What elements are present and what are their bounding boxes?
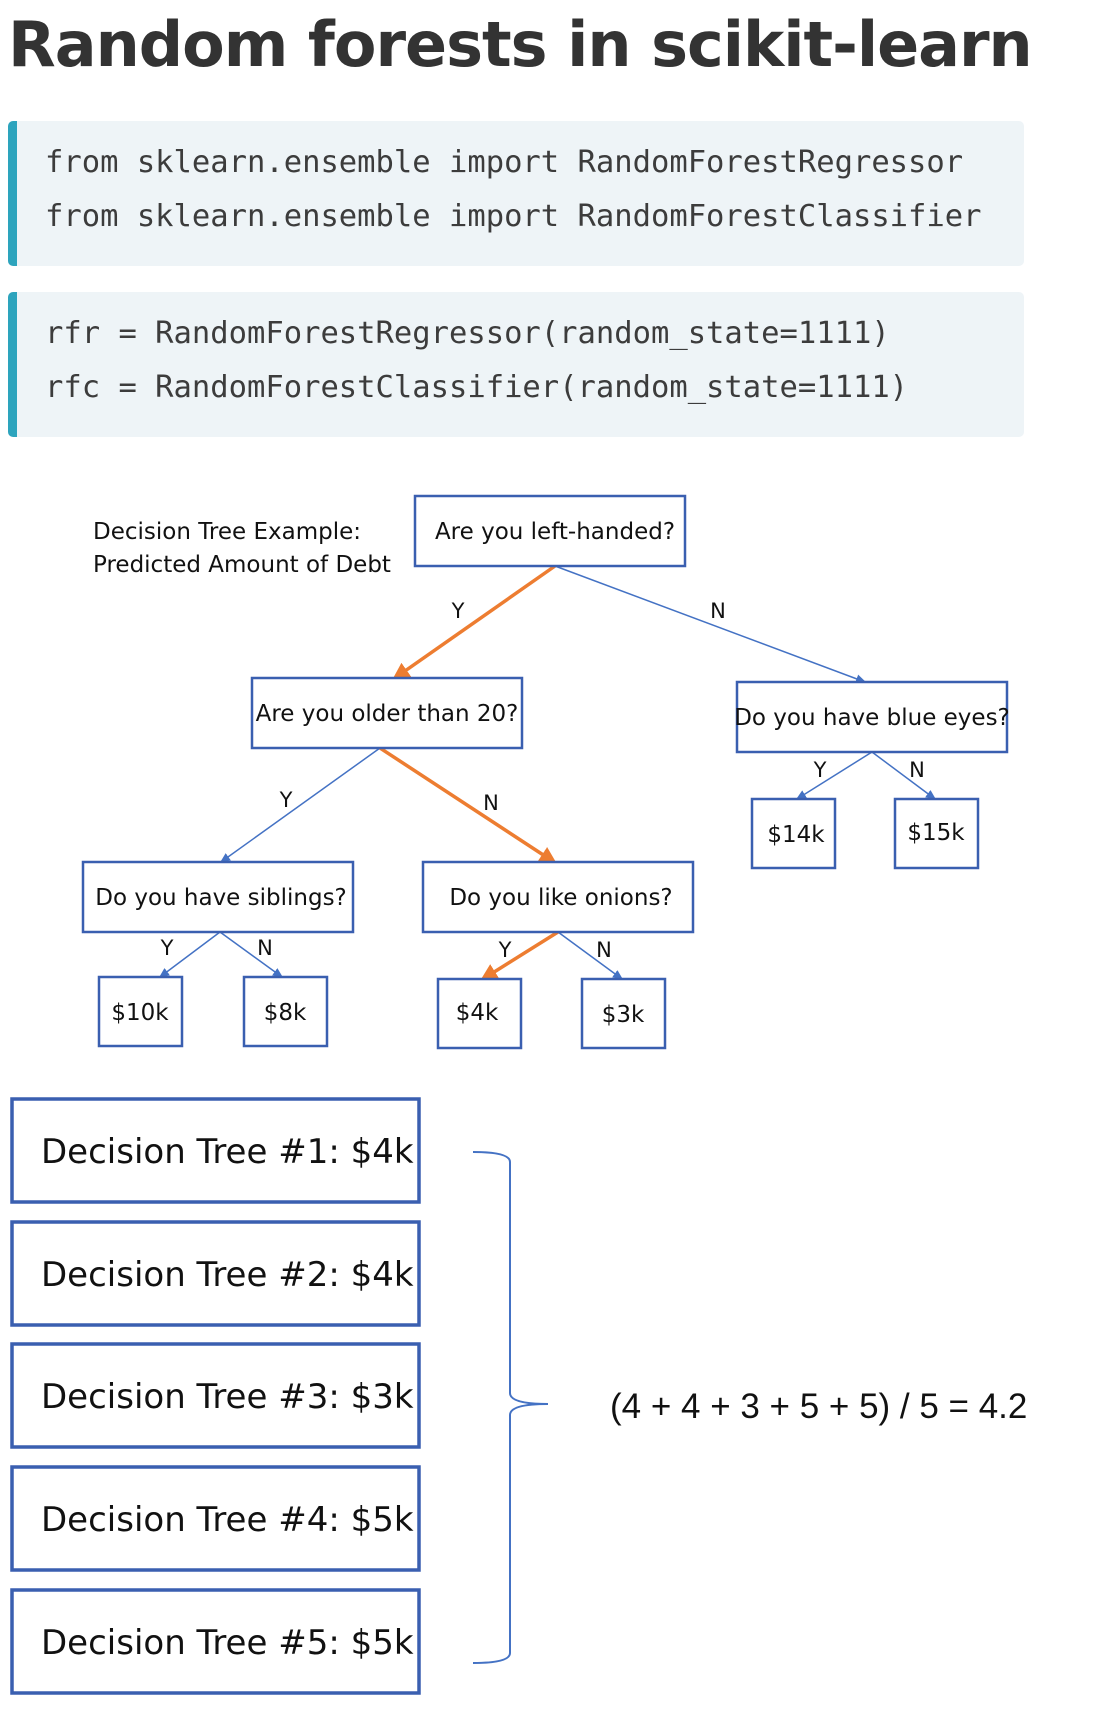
leaf-label: $15k bbox=[907, 820, 965, 846]
edge-root-blue-eyes bbox=[554, 565, 867, 684]
ensemble-tree-4: Decision Tree #4: $5k bbox=[10, 1465, 421, 1572]
ensemble-tree-1: Decision Tree #1: $4k bbox=[10, 1097, 421, 1204]
edge-label: Y bbox=[451, 599, 465, 623]
edge-older-onions bbox=[379, 746, 557, 864]
edge-label: Y bbox=[813, 758, 827, 782]
edge-siblings-10k bbox=[158, 931, 221, 978]
diagram-caption-line: Predicted Amount of Debt bbox=[93, 552, 391, 578]
ensemble-tree-3: Decision Tree #3: $3k bbox=[10, 1342, 421, 1449]
leaf-label: $8k bbox=[264, 1000, 307, 1026]
ensemble-tree-5: Decision Tree #5: $5k bbox=[10, 1588, 421, 1695]
diagram-caption-line: Decision Tree Example: bbox=[93, 519, 361, 545]
node-blue-eyes: Do you have blue eyes? bbox=[734, 680, 1010, 754]
leaf-14k: $14k bbox=[750, 797, 837, 870]
node-older-than-20: Are you older than 20? bbox=[250, 676, 524, 750]
grouping-brace bbox=[472, 1151, 549, 1664]
edge-blue-14k bbox=[795, 751, 873, 800]
edge-older-siblings bbox=[219, 747, 381, 863]
code-line: from sklearn.ensemble import RandomFores… bbox=[45, 199, 982, 234]
code-line: rfr = RandomForestRegressor(random_state… bbox=[45, 316, 890, 351]
node-label: Do you have siblings? bbox=[95, 885, 347, 911]
leaf-label: $10k bbox=[111, 1000, 169, 1026]
import-code-block: from sklearn.ensemble import RandomFores… bbox=[8, 121, 1024, 266]
leaf-8k: $8k bbox=[242, 975, 329, 1048]
ensemble-tree-2: Decision Tree #2: $4k bbox=[10, 1220, 421, 1327]
node-left-handed: Are you left-handed? bbox=[413, 494, 687, 568]
edge-label: Y bbox=[160, 936, 174, 960]
leaf-4k: $4k bbox=[436, 977, 523, 1050]
leaf-label: $14k bbox=[767, 822, 825, 848]
ensemble-tree-label: Decision Tree #5: $5k bbox=[41, 1623, 414, 1663]
edge-label: Y bbox=[279, 788, 293, 812]
code-line: from sklearn.ensemble import RandomFores… bbox=[45, 145, 964, 180]
leaf-15k: $15k bbox=[893, 797, 980, 870]
code-line: rfc = RandomForestClassifier(random_stat… bbox=[45, 370, 909, 405]
node-label: Do you like onions? bbox=[449, 885, 672, 911]
ensemble-tree-label: Decision Tree #2: $4k bbox=[41, 1255, 414, 1295]
instantiate-code-block: rfr = RandomForestRegressor(random_state… bbox=[8, 292, 1024, 437]
edge-label: N bbox=[596, 938, 612, 962]
edge-label: Y bbox=[498, 938, 512, 962]
edge-label: N bbox=[483, 791, 499, 815]
node-siblings: Do you have siblings? bbox=[81, 860, 355, 934]
node-label: Are you left-handed? bbox=[435, 519, 675, 545]
page-title: Random forests in scikit-learn bbox=[8, 8, 1033, 81]
edge-label: N bbox=[909, 758, 925, 782]
edge-blue-15k bbox=[871, 751, 937, 800]
ensemble-tree-label: Decision Tree #1: $4k bbox=[41, 1132, 414, 1172]
edge-label: N bbox=[257, 936, 273, 960]
edge-onions-4k bbox=[480, 930, 559, 981]
leaf-label: $4k bbox=[456, 1000, 499, 1026]
leaf-10k: $10k bbox=[97, 975, 184, 1048]
leaf-label: $3k bbox=[602, 1002, 645, 1028]
node-label: Do you have blue eyes? bbox=[734, 705, 1010, 731]
ensemble-tree-label: Decision Tree #3: $3k bbox=[41, 1377, 414, 1417]
ensemble-tree-label: Decision Tree #4: $5k bbox=[41, 1500, 414, 1540]
edge-onions-3k bbox=[557, 931, 624, 980]
edge-root-older bbox=[392, 564, 557, 681]
average-formula: (4 + 4 + 3 + 5 + 5) / 5 = 4.2 bbox=[610, 1387, 1027, 1426]
node-label: Are you older than 20? bbox=[256, 701, 519, 727]
edge-label: N bbox=[710, 599, 726, 623]
edge-siblings-8k bbox=[219, 931, 284, 978]
leaf-3k: $3k bbox=[580, 977, 667, 1050]
node-onions: Do you like onions? bbox=[421, 860, 695, 934]
